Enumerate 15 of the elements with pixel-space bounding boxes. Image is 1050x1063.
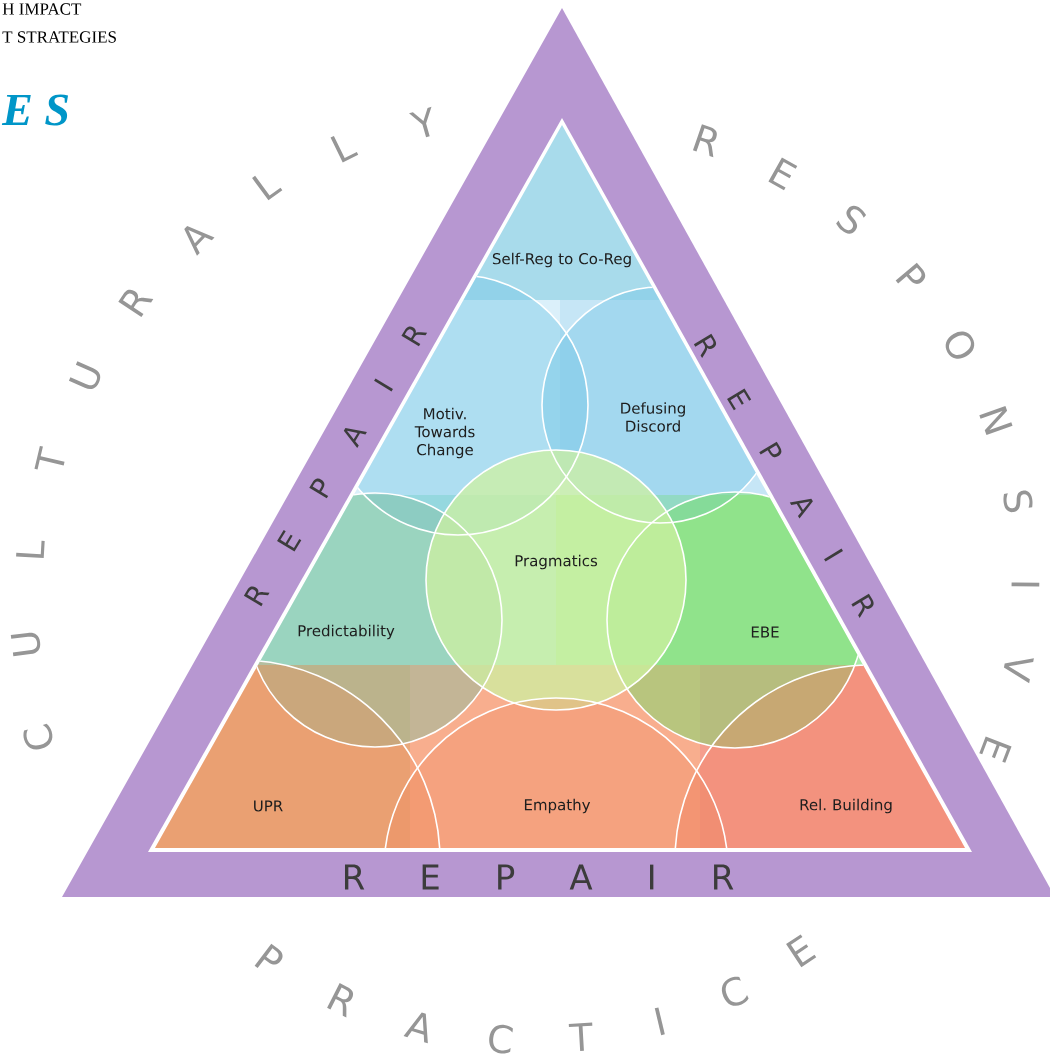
region-label: Motiv. Towards Change (414, 407, 475, 459)
band-text: R E P A I R (693, 333, 874, 618)
band-text: R E P A I R (345, 864, 734, 890)
region-label: Pragmatics (515, 554, 598, 570)
heading-text: T STRATEGIES (2, 31, 116, 43)
arc-text: PRACTICE (254, 934, 817, 1054)
region-label: Self-Reg to Co-Reg (492, 252, 631, 268)
region-label: Predictability (298, 624, 395, 640)
title-letters: E S (1, 94, 69, 126)
region-label: Rel. Building (800, 798, 892, 814)
region-label: Empathy (524, 798, 591, 814)
region-label: UPR (254, 800, 283, 812)
heading-text: H IMPACT (2, 3, 82, 15)
region-label: EBE (751, 626, 779, 638)
region-label: Defusing Discord (621, 402, 685, 432)
